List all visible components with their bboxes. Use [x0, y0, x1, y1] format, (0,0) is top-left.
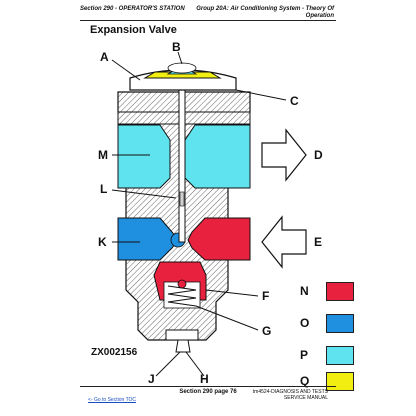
figure-id: ZX002156 — [91, 347, 138, 358]
spring-chamber — [153, 261, 207, 309]
section-header: Section 290 - OPERATOR'S STATION — [80, 6, 185, 12]
manual-id: tm4524-DIAGNOSIS AND TESTS SERVICE MANUA… — [253, 389, 328, 401]
adjusting-screw — [165, 329, 199, 353]
manual-id-line2: SERVICE MANUAL — [283, 395, 328, 401]
legend-letter-p: P — [300, 348, 309, 362]
section-toc-link[interactable]: <- Go to Section TOC — [88, 397, 137, 403]
callout-g: G — [262, 324, 272, 338]
outlet-arrow-d — [261, 128, 307, 182]
diaphragm-cap — [129, 62, 237, 91]
legend-swatch-o — [326, 314, 354, 333]
legend-letter-o: O — [300, 316, 310, 330]
callout-a: A — [100, 50, 109, 64]
legend-letter-q: Q — [300, 374, 310, 388]
callout-c: C — [290, 94, 299, 108]
push-rod — [178, 81, 186, 243]
lower-port-blue — [117, 217, 186, 261]
legend-swatch-n — [326, 282, 354, 301]
lower-port-red — [187, 217, 251, 261]
legend-swatch-p — [326, 346, 354, 365]
footer-rule — [80, 386, 336, 387]
legend-letter-n: N — [300, 284, 309, 298]
callout-d: D — [314, 148, 323, 162]
callout-j: J — [148, 372, 155, 386]
callout-e: E — [314, 235, 323, 249]
callout-m: M — [98, 148, 108, 162]
figure-title: Expansion Valve — [90, 24, 177, 36]
callout-b: B — [172, 40, 181, 54]
callout-l: L — [100, 182, 108, 196]
leader-lines — [111, 51, 287, 377]
callout-h: H — [200, 372, 209, 386]
group-header: Group 20A: Air Conditioning System - The… — [196, 6, 334, 20]
callout-k: K — [98, 235, 107, 249]
group-header-line2: Operation — [305, 13, 334, 19]
inlet-arrow-e — [261, 215, 307, 269]
group-header-line1: Group 20A: Air Conditioning System - The… — [196, 6, 334, 12]
callout-f: F — [262, 289, 270, 303]
page-number: Section 290 page 76 — [179, 389, 237, 395]
header-rule — [80, 20, 336, 21]
manual-id-line1: tm4524-DIAGNOSIS AND TESTS — [252, 389, 328, 395]
